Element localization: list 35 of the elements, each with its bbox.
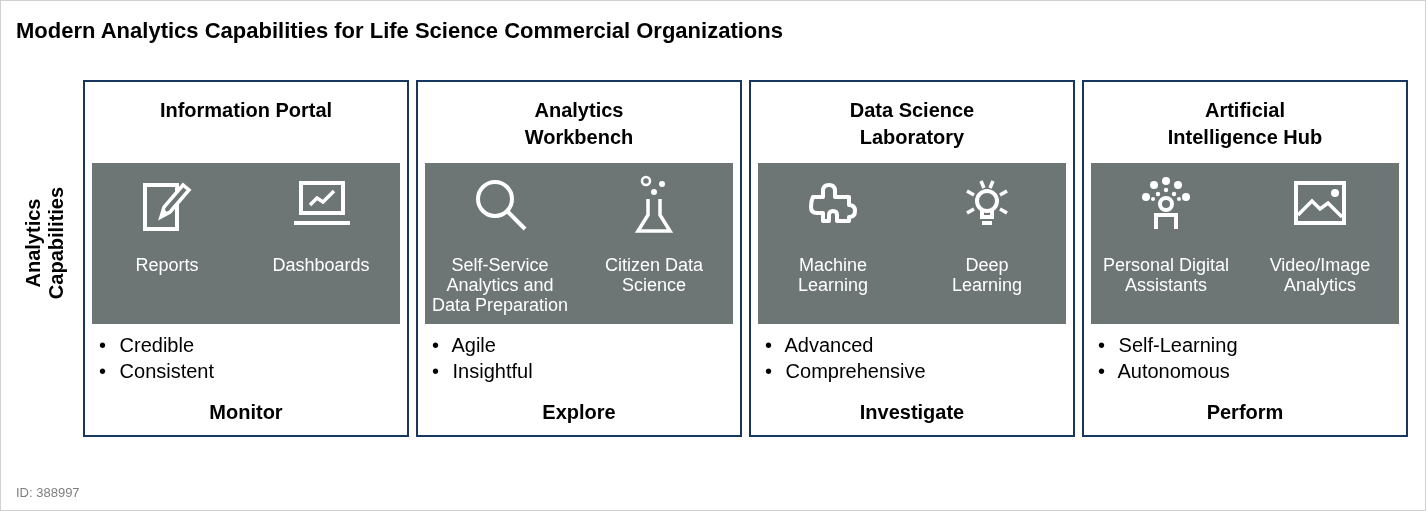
bullet-item: • Consistent xyxy=(99,359,215,384)
row-label: Analytics Capabilities xyxy=(22,185,68,302)
bullet-item: • Credible xyxy=(99,333,195,358)
card-footer: Explore xyxy=(542,401,616,424)
bullet-item: • Comprehensive xyxy=(765,359,926,384)
capability-panel xyxy=(425,163,733,324)
capability-card xyxy=(83,80,409,437)
capability-label: Self-Service Analytics and Data Preparation xyxy=(430,255,570,315)
card-footer: Perform xyxy=(1206,401,1284,424)
card-footer: Monitor xyxy=(209,401,283,424)
card-heading: Artificial Intelligence Hub xyxy=(1166,98,1324,150)
capability-label: Reports xyxy=(135,255,199,275)
capability-label: Deep Learning xyxy=(950,255,1024,295)
bullet-item: • Autonomous xyxy=(1098,359,1230,384)
card-heading: Information Portal xyxy=(158,98,334,123)
card-heading: Analytics Workbench xyxy=(523,98,635,150)
bullet-item: • Insightful xyxy=(432,359,533,384)
capability-panel xyxy=(92,163,400,324)
capability-card xyxy=(749,80,1075,437)
diagram-title: Modern Analytics Capabilities for Life Science Commercial Organizations xyxy=(16,18,783,44)
bullet-item: • Self-Learning xyxy=(1098,333,1238,358)
capability-label: Dashboards xyxy=(272,255,370,275)
capability-card xyxy=(416,80,742,437)
document-id: ID: 388997 xyxy=(16,485,80,500)
capability-label: Citizen Data Science xyxy=(603,255,704,295)
capability-card xyxy=(1082,80,1408,437)
capability-label: Personal Digital Assistants xyxy=(1101,255,1231,295)
card-heading: Data Science Laboratory xyxy=(848,98,976,150)
capability-panel xyxy=(1091,163,1399,324)
bullet-item: • Agile xyxy=(432,333,496,358)
capability-label: Machine Learning xyxy=(796,255,870,295)
capability-label: Video/Image Analytics xyxy=(1268,255,1372,295)
card-footer: Investigate xyxy=(859,401,965,424)
bullet-item: • Advanced xyxy=(765,333,874,358)
capability-panel xyxy=(758,163,1066,324)
